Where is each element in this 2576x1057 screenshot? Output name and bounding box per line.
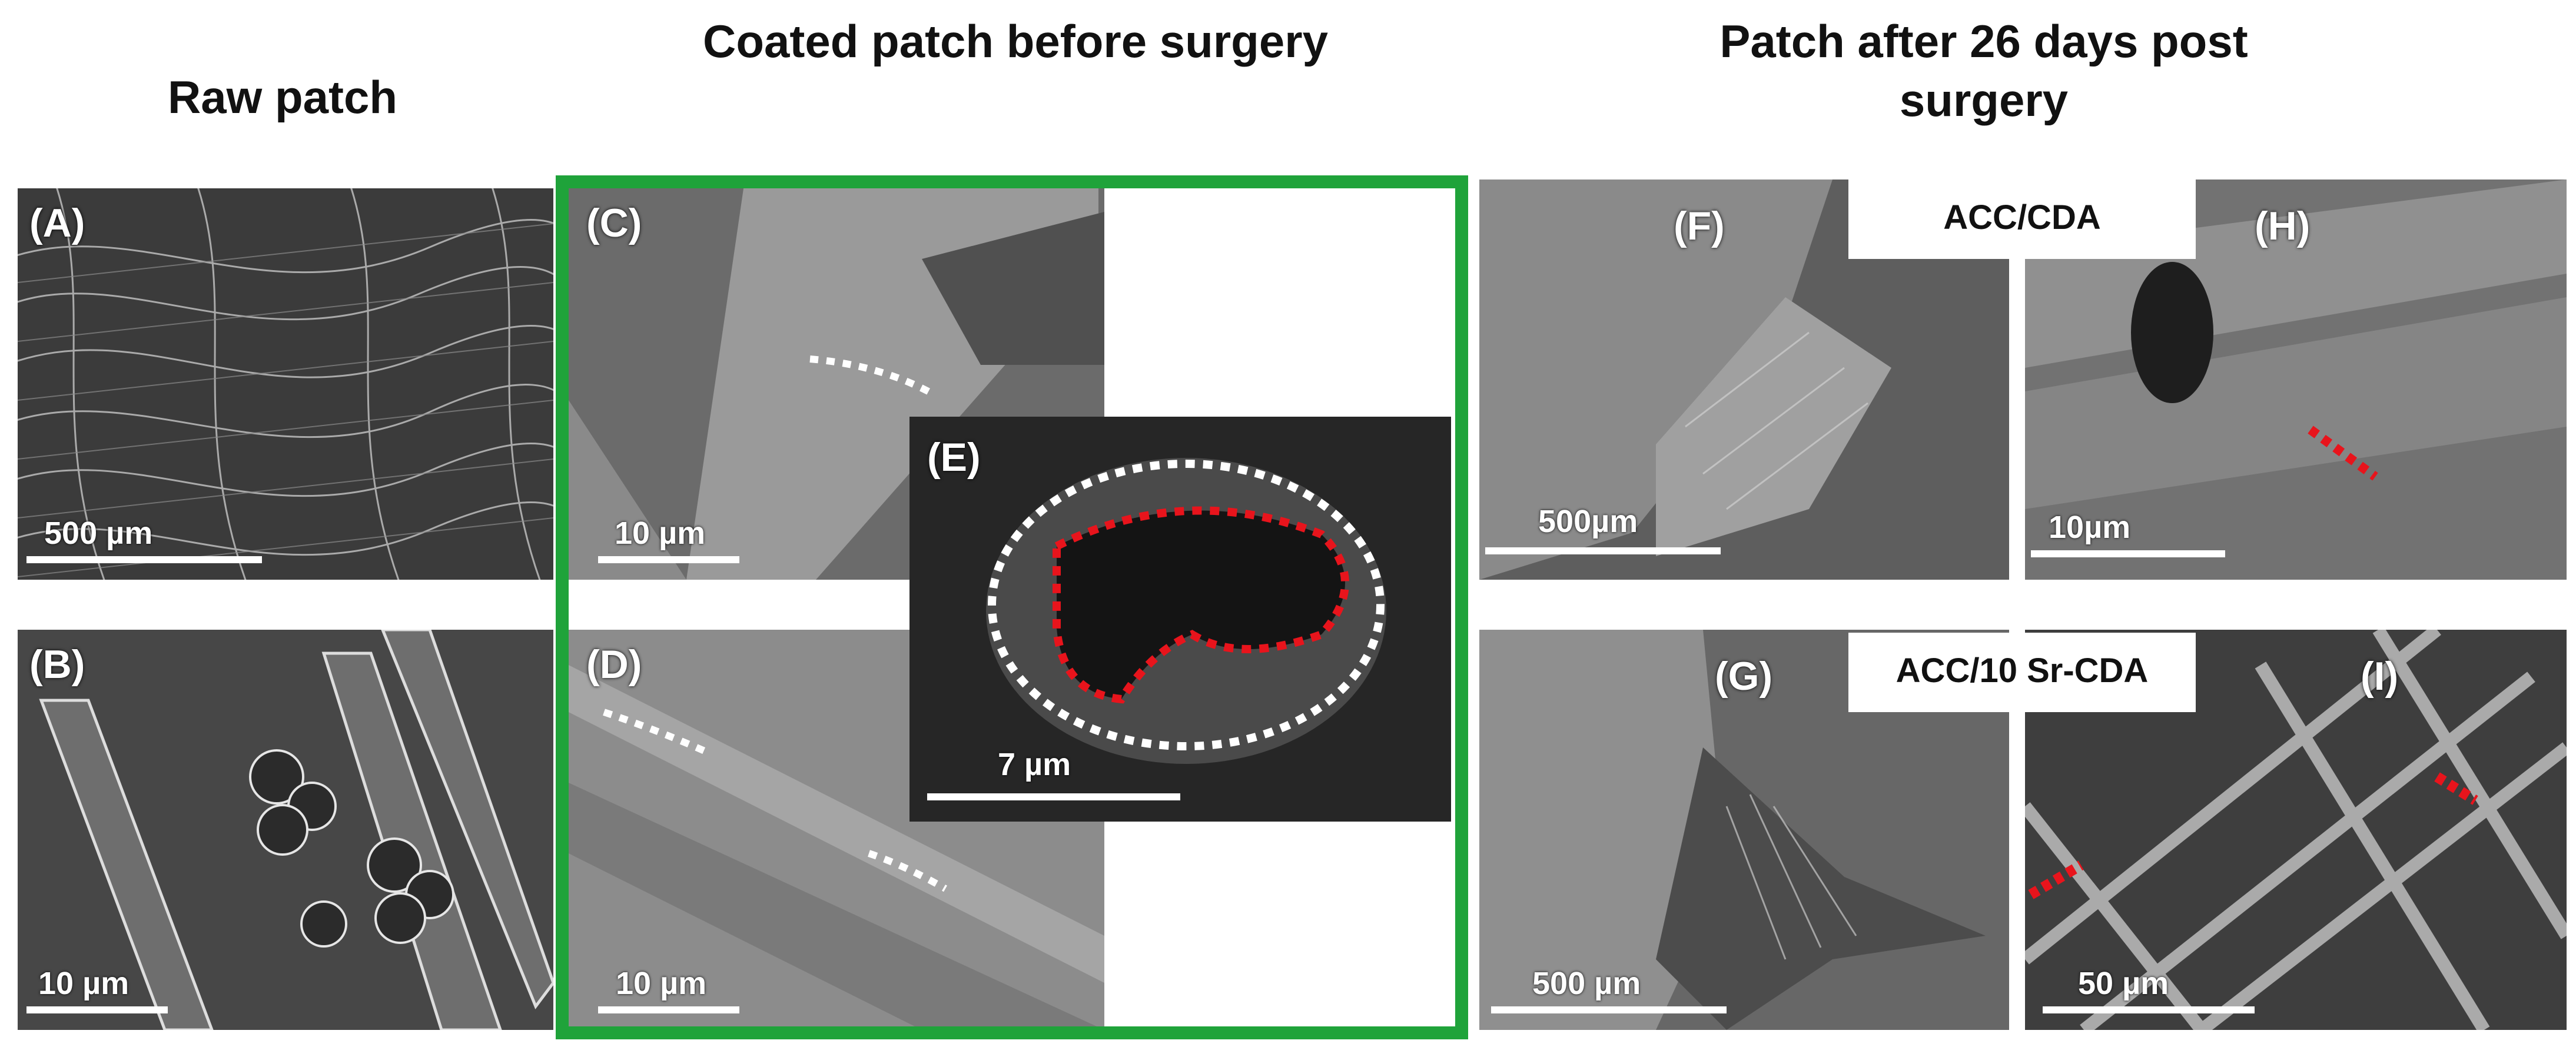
panel-h-scale-bar bbox=[2031, 550, 2225, 557]
panel-i-scale-text: 50 µm bbox=[2078, 966, 2169, 1001]
panel-f-texture bbox=[1479, 180, 2009, 580]
panel-e-micrograph: (E) 7 µm bbox=[909, 417, 1451, 822]
panel-h-texture bbox=[2025, 180, 2567, 580]
frame-blank-bottom bbox=[1104, 821, 1455, 1030]
panel-d-scale-bar bbox=[598, 1006, 739, 1013]
panel-h-micrograph: (H) 10µm bbox=[2025, 180, 2567, 580]
panel-h-scale-text: 10µm bbox=[2049, 510, 2131, 545]
coated-frame bbox=[556, 175, 1468, 1039]
panel-a-scale-bar bbox=[26, 556, 262, 563]
panel-f-scale-bar bbox=[1485, 547, 1721, 554]
panel-g-label: (G) bbox=[1715, 654, 1773, 699]
panel-d-texture bbox=[569, 630, 1104, 1030]
panel-b-scale-text: 10 µm bbox=[38, 966, 130, 1001]
title-coated-text: Coated patch before surgery bbox=[703, 15, 1328, 67]
panel-d-label: (D) bbox=[586, 642, 642, 687]
panel-i-label: (I) bbox=[2361, 654, 2399, 699]
panel-b-micrograph: (B) 10 µm bbox=[18, 630, 553, 1030]
title-coated-patch: Coated patch before surgery bbox=[648, 12, 1383, 71]
panel-f-label: (F) bbox=[1674, 204, 1725, 248]
panel-c-scale-bar bbox=[598, 556, 739, 563]
panel-a-label: (A) bbox=[29, 201, 85, 245]
panel-h-label: (H) bbox=[2255, 204, 2311, 248]
panel-a-scale-text: 500 µm bbox=[44, 516, 153, 551]
panel-g-scale-text: 500 µm bbox=[1532, 966, 1641, 1001]
panel-d-micrograph: (D) 10 µm bbox=[569, 630, 1104, 1030]
panel-g-scale-bar bbox=[1491, 1006, 1727, 1013]
title-post-text: Patch after 26 days post surgery bbox=[1719, 15, 2248, 126]
panel-e-texture bbox=[909, 417, 1451, 822]
frame-blank-top bbox=[1104, 188, 1455, 418]
title-raw-patch: Raw patch bbox=[167, 71, 398, 123]
condition-label-acc-cda: ACC/CDA bbox=[1848, 180, 2196, 259]
panel-b-scale-bar bbox=[26, 1006, 168, 1013]
panel-c-micrograph: (C) 10 µm bbox=[569, 188, 1104, 580]
panel-b-texture bbox=[18, 630, 553, 1030]
panel-f-micrograph: (F) 500µm bbox=[1479, 180, 2009, 580]
panel-b-label: (B) bbox=[29, 642, 85, 687]
panel-c-label: (C) bbox=[586, 201, 642, 245]
panel-e-label: (E) bbox=[927, 435, 981, 480]
panel-i-scale-bar bbox=[2043, 1006, 2255, 1013]
condition-label-acc-sr-cda: ACC/10 Sr-CDA bbox=[1848, 633, 2196, 712]
panel-e-scale-text: 7 µm bbox=[998, 747, 1071, 782]
panel-a-texture bbox=[18, 188, 553, 580]
panel-a-micrograph: (A) 500 µm bbox=[18, 188, 553, 580]
title-post-surgery: Patch after 26 days post surgery bbox=[1636, 12, 2331, 129]
panel-c-scale-text: 10 µm bbox=[615, 516, 706, 551]
panel-d-scale-text: 10 µm bbox=[616, 966, 707, 1001]
panel-e-scale-bar bbox=[927, 793, 1180, 800]
panel-f-scale-text: 500µm bbox=[1538, 504, 1638, 539]
